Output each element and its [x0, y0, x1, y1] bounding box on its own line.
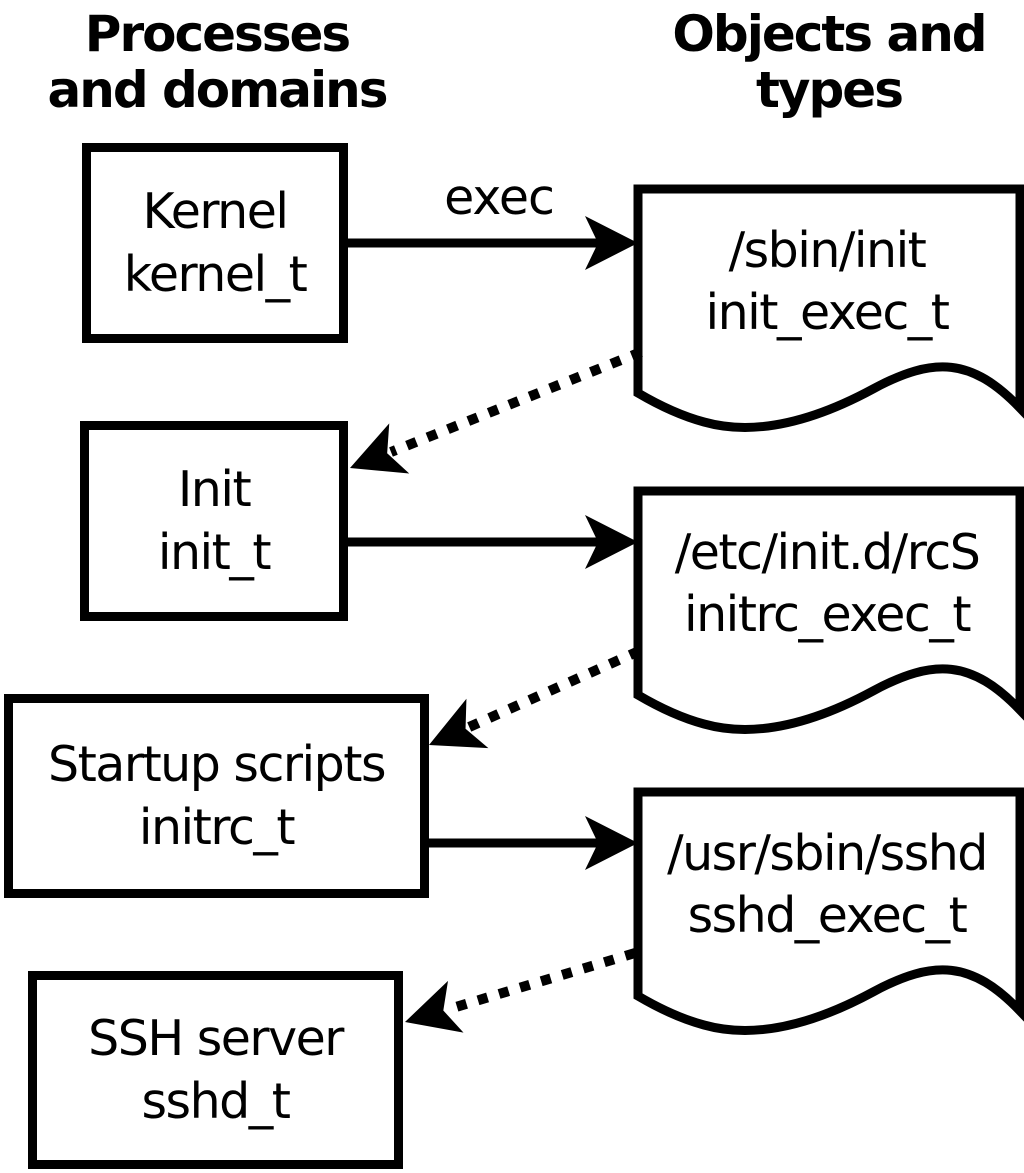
process-domain: init_t: [157, 524, 272, 581]
process-domain: sshd_t: [141, 1073, 291, 1130]
process-name: Startup scripts: [47, 736, 387, 793]
header-line: Processes: [84, 5, 351, 63]
transition-arrow-sshd-exec-to-sshd: [405, 948, 637, 1033]
header-line: types: [756, 61, 904, 119]
object-doc-sbin-init: /sbin/init init_exec_t: [633, 184, 1024, 446]
header-line: Objects and: [672, 5, 987, 63]
process-name: SSH server: [88, 1010, 344, 1067]
process-box-startup-scripts: Startup scripts initrc_t: [4, 694, 429, 898]
document-shape: [633, 486, 1024, 734]
column-header-processes: Processes and domains: [0, 6, 434, 118]
object-doc-usr-sbin-sshd: /usr/sbin/sshd sshd_exec_t: [633, 787, 1024, 1049]
process-name: Kernel: [142, 183, 289, 240]
object-doc-text: /etc/init.d/rcS initrc_exec_t: [641, 522, 1013, 646]
document-shape: [633, 787, 1024, 1035]
process-name: Init: [177, 461, 252, 518]
object-path: /usr/sbin/sshd: [667, 825, 988, 882]
header-line: and domains: [47, 61, 388, 119]
process-box-ssh-server: SSH server sshd_t: [28, 971, 403, 1169]
document-shape: [633, 184, 1024, 432]
object-doc-text: /sbin/init init_exec_t: [641, 220, 1013, 344]
object-doc-text: /usr/sbin/sshd sshd_exec_t: [641, 823, 1013, 947]
process-box-kernel: Kernel kernel_t: [82, 143, 348, 343]
object-doc-etc-initd-rcs: /etc/init.d/rcS initrc_exec_t: [633, 486, 1024, 748]
object-path: /sbin/init: [728, 222, 927, 279]
object-type: init_exec_t: [705, 284, 950, 341]
process-domain: kernel_t: [123, 246, 308, 303]
transition-arrow-init-exec-to-init: [350, 347, 643, 474]
object-type: sshd_exec_t: [687, 887, 968, 944]
process-box-init: Init init_t: [80, 421, 348, 621]
process-domain: initrc_t: [138, 799, 296, 856]
object-path: /etc/init.d/rcS: [674, 524, 981, 581]
exec-arrow-label: exec: [444, 169, 555, 226]
exec-arrow-initrc-to-sshd-exec: [428, 816, 638, 870]
column-header-objects: Objects and types: [612, 6, 1024, 118]
exec-arrow-init-to-initrc-exec: [347, 515, 638, 569]
transition-arrow-initrc-exec-to-initrc: [429, 646, 642, 749]
object-type: initrc_exec_t: [683, 586, 972, 643]
